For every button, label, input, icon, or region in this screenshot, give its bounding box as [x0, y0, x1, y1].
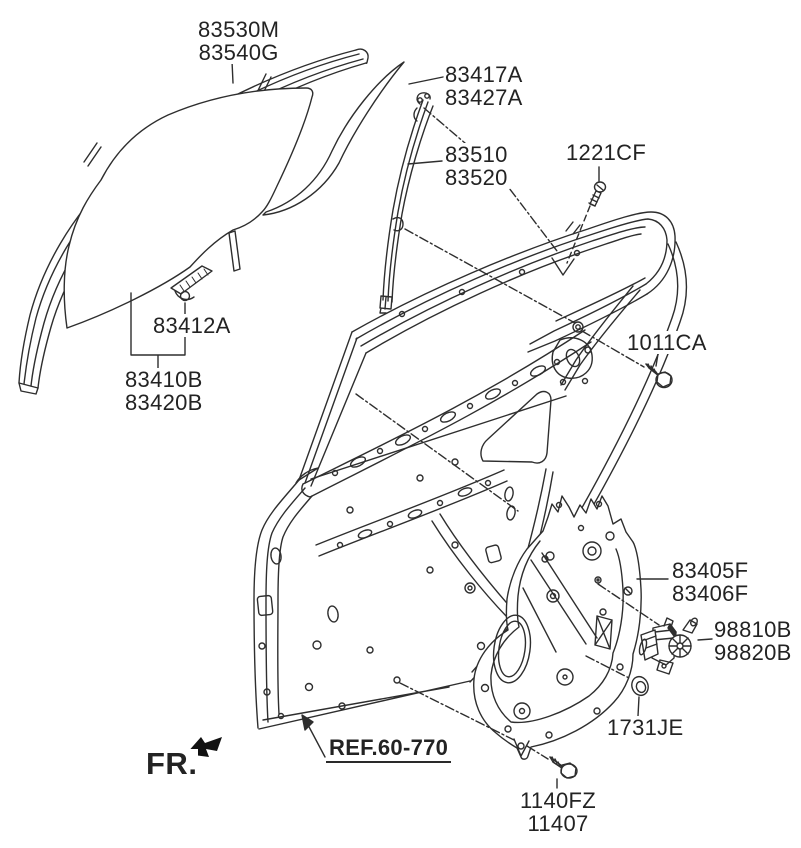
- part-label-1011ca: 1011CA: [626, 331, 708, 354]
- part-number: 83427A: [445, 85, 523, 110]
- grommet-1731je: [631, 675, 649, 697]
- part-number: 1011CA: [627, 330, 707, 355]
- screw-seat-mark: [565, 221, 581, 235]
- part-number: 11407: [527, 811, 589, 836]
- part-number: 83510: [445, 142, 508, 167]
- brace-holes: [426, 486, 516, 594]
- bolt-1140fz: [549, 756, 578, 779]
- channel-end-cap: [379, 295, 393, 314]
- part-label-83410b-83420b: 83410B 83420B: [124, 368, 204, 414]
- door-shell-drawing: [253, 211, 688, 730]
- part-label-83412a: 83412A: [152, 314, 232, 337]
- run-channel-drawing: [379, 92, 434, 314]
- door-small-holes: [304, 249, 584, 710]
- part-label-83405f-83406f: 83405F 83406F: [671, 558, 750, 606]
- channel-mounting-tab: [392, 216, 404, 232]
- glass-rear-edge-sliver: [262, 61, 405, 216]
- hinge-face-holes: [256, 547, 285, 720]
- door-glass-drawing: [63, 61, 405, 329]
- part-number: 1140FZ: [520, 788, 596, 813]
- part-number: 98810B: [714, 617, 792, 642]
- molding-joint-mark: [83, 142, 102, 167]
- part-label-98810b-98820b: 98810B 98820B: [713, 618, 793, 664]
- ref-leader-arrowhead: [301, 714, 314, 731]
- belt-rail-holes: [331, 358, 561, 477]
- part-number: 83420B: [125, 390, 203, 415]
- part-label-83510-83520: 83510 83520: [444, 143, 509, 189]
- regulator-motor-drawing: [638, 617, 698, 675]
- glass-grip-holder-drawing: [170, 265, 213, 302]
- part-number: 98820B: [714, 640, 792, 665]
- part-number: 83417A: [445, 62, 523, 87]
- screw-1221cf: [588, 181, 607, 207]
- front-direction-label: FR.: [145, 746, 199, 781]
- ref-callout-label: REF.60-770: [326, 735, 452, 763]
- explode-lines-lower: [399, 583, 660, 760]
- part-number: 83540G: [198, 40, 279, 65]
- part-number: 1221CF: [566, 140, 647, 165]
- part-label-83530m-83540g: 83530M 83540G: [197, 17, 281, 65]
- part-number: 83406F: [672, 581, 749, 606]
- part-number: 83520: [445, 165, 508, 190]
- inner-rail-holes: [336, 479, 492, 549]
- part-label-1221cf: 1221CF: [565, 140, 648, 165]
- channel-upper-clip: [413, 92, 431, 122]
- part-number: 83405F: [672, 558, 749, 583]
- part-label-1731je: 1731JE: [606, 715, 685, 740]
- part-label-83417a-83427a: 83417A 83427A: [444, 63, 524, 109]
- alignment-v-mark: [551, 257, 575, 276]
- label-leader-lines: [130, 60, 713, 789]
- module-panel-drawing: [473, 495, 642, 760]
- part-number: 83530M: [198, 17, 280, 42]
- bolt-1011ca: [645, 363, 673, 389]
- fasteners: [549, 181, 673, 779]
- part-number: 1731JE: [607, 715, 684, 740]
- part-number: 83410B: [125, 367, 203, 392]
- fr-text: FR.: [146, 746, 198, 781]
- ref-text: REF.60-770: [329, 735, 449, 760]
- lock-area-detail: [551, 337, 593, 386]
- glass-division-strip: [228, 230, 241, 272]
- module-panel-holes: [476, 500, 633, 739]
- part-number: 83412A: [153, 313, 231, 338]
- part-label-1140fz-11407: 1140FZ 11407: [516, 789, 600, 835]
